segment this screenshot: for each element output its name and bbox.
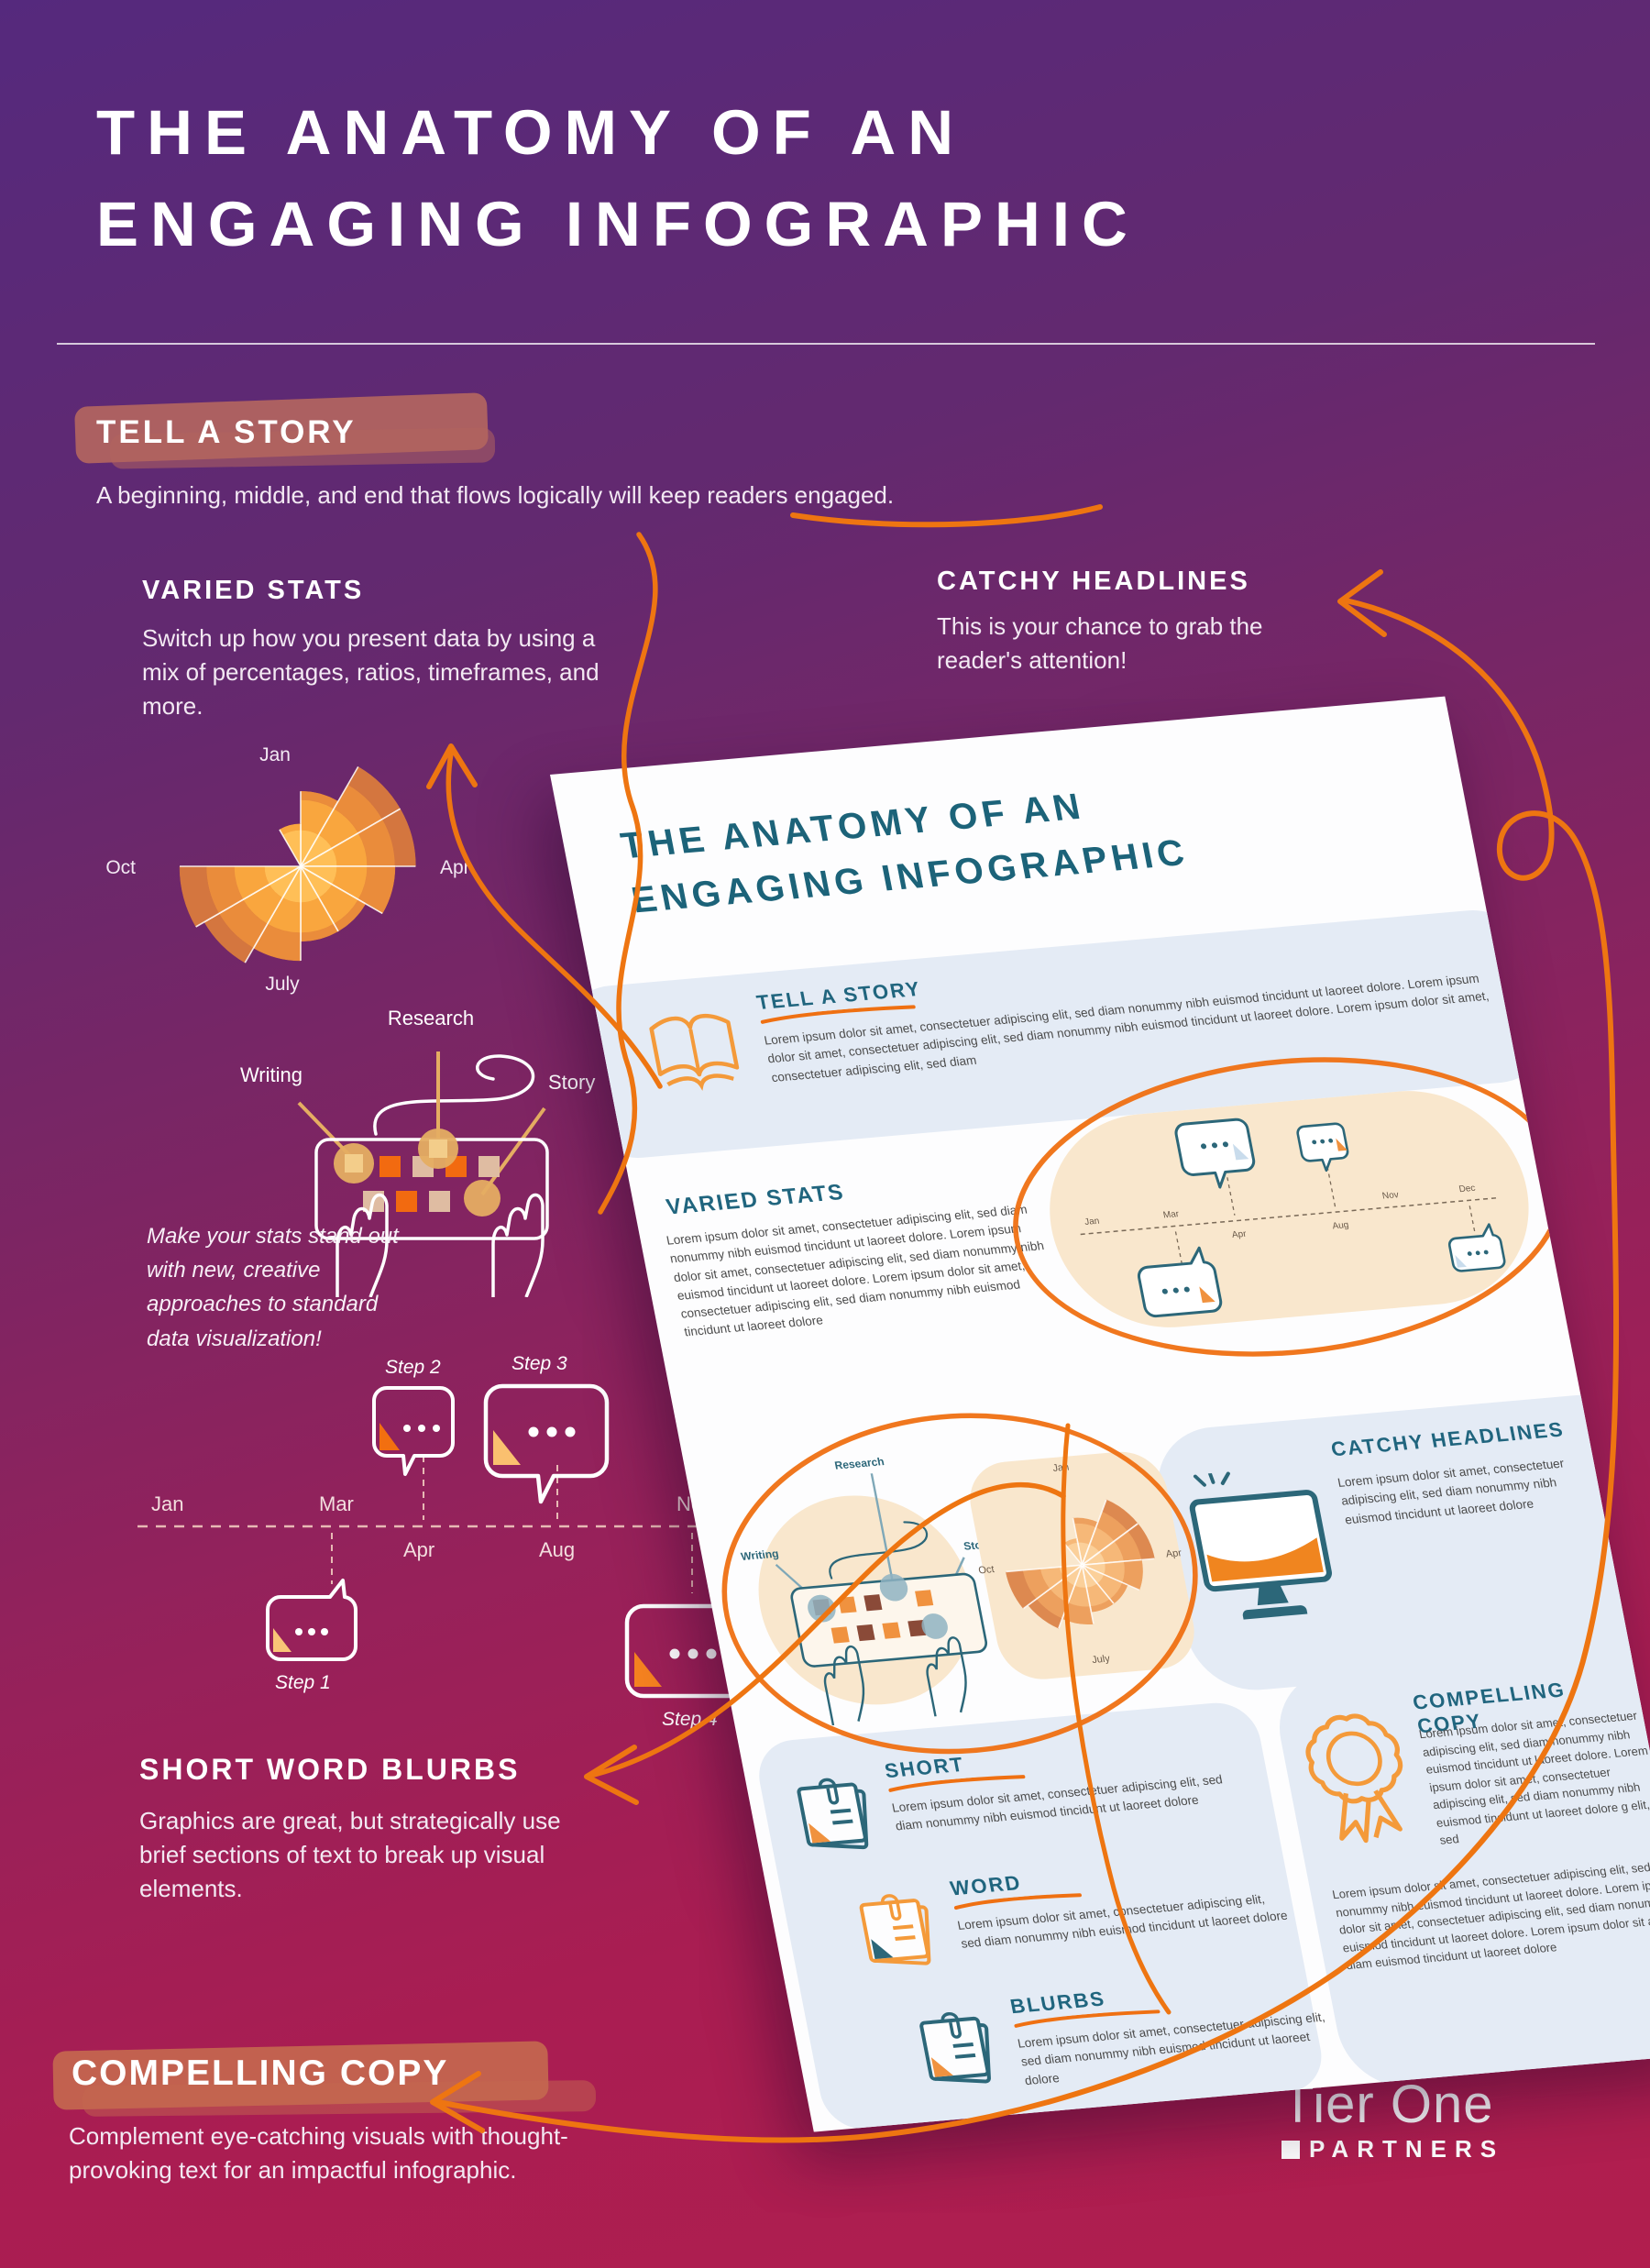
speech-bubble-step2 (372, 1386, 455, 1476)
mini-label-writing: Writing (740, 1547, 780, 1563)
doc-mini-timeline: Jan Mar Nov Dec Apr Aug (1080, 1117, 1506, 1318)
doc-mini-polar-chart (1005, 1499, 1155, 1629)
compelling-copy-heading: COMPELLING COPY (72, 2053, 449, 2093)
logo-sub-text: PARTNERS (1282, 2135, 1504, 2163)
notes-icon-short (797, 1778, 869, 1850)
tl-step-label: Step 1 (275, 1672, 331, 1693)
header-divider (57, 343, 1595, 345)
compelling-copy-body: Complement eye-catching visuals with tho… (69, 2122, 568, 2184)
mini-month: Aug (1332, 1220, 1350, 1231)
doc-compel-lorem1: Lorem ipsum dolor sit amet, consectetuer… (1417, 1708, 1650, 1847)
speech-bubble-step1 (266, 1579, 358, 1661)
polar-label-apr: Apr (440, 857, 470, 878)
left-hand (336, 1193, 389, 1297)
mini-bubble (1296, 1122, 1349, 1173)
tl-step-label: Step 2 (385, 1357, 441, 1378)
tl-step-label: Step 3 (512, 1353, 567, 1374)
mini-bubble (1174, 1117, 1256, 1189)
keyboard-cable (373, 1054, 535, 1136)
speech-bubble-step3 (483, 1383, 610, 1504)
mini-label-research: Research (833, 1455, 885, 1471)
keyboard-label-research: Research (387, 1007, 475, 1029)
doc-varied-heading: VARIED STATS (664, 1179, 847, 1220)
doc-word-heading: WORD (948, 1870, 1024, 1900)
tl-month: Aug (539, 1538, 575, 1561)
mini-month: Jan (1084, 1217, 1100, 1228)
callout-line-story (480, 1106, 546, 1196)
tell-a-story-body: A beginning, middle, and end that flows … (96, 481, 895, 509)
notes-icon-word (859, 1894, 931, 1965)
mini-month: Mar (1162, 1209, 1181, 1220)
polar-label-jan: Jan (259, 744, 291, 765)
open-book-icon (649, 1014, 740, 1091)
polar-chart (179, 766, 416, 963)
key (429, 1140, 447, 1158)
tl-month: Jan (151, 1492, 183, 1515)
key (478, 1156, 500, 1177)
page-title-line2: ENGAGING INFOGRAPHIC (96, 189, 1139, 260)
keyboard-label-writing: Writing (239, 1063, 302, 1086)
mini-month: Nov (1381, 1190, 1400, 1201)
logo-square-icon (1282, 2140, 1300, 2159)
varied-stats-heading: VARIED STATS (142, 576, 365, 605)
catchy-headlines-heading: CATCHY HEADLINES (937, 567, 1250, 596)
callout-pin-story (464, 1180, 500, 1217)
stats-note: Make your stats stand out with new, crea… (147, 1224, 399, 1351)
varied-stats-body: Switch up how you present data by using … (142, 624, 600, 720)
key (380, 1156, 401, 1177)
catchy-arrowhead (1337, 569, 1387, 637)
logo-partners-label: PARTNERS (1309, 2135, 1505, 2163)
tl-month: Apr (403, 1538, 434, 1561)
mini-infographic-document: THE ANATOMY OF AN ENGAGING INFOGRAPHIC T… (550, 696, 1650, 2132)
mini-polar-july: July (1091, 1653, 1111, 1667)
mini-month: Dec (1458, 1184, 1477, 1195)
mini-polar-oct: Oct (977, 1564, 996, 1577)
short-word-blurbs-body: Graphics are great, but strategically us… (139, 1807, 561, 1902)
page-title-line1: THE ANATOMY OF AN (96, 97, 966, 168)
key (429, 1191, 450, 1212)
short-word-blurbs-heading: SHORT WORD BLURBS (139, 1753, 521, 1786)
doc-title: THE ANATOMY OF AN ENGAGING INFOGRAPHIC (616, 771, 1194, 929)
notes-icon-blurbs (919, 2012, 991, 2084)
key (396, 1191, 417, 1212)
mini-bubble (1447, 1223, 1506, 1272)
right-hand (491, 1193, 544, 1297)
catchy-headlines-body: This is your chance to grab the reader's… (937, 612, 1263, 674)
mini-polar-apr: Apr (1164, 1547, 1183, 1560)
page-title: THE ANATOMY OF AN ENGAGING INFOGRAPHIC (96, 87, 1139, 270)
tl-month: Mar (319, 1492, 354, 1515)
polar-label-oct: Oct (105, 857, 136, 878)
polar-label-july: July (265, 974, 300, 995)
mini-polar-jan: Jan (1051, 1461, 1071, 1474)
doc-varied-lorem: Lorem ipsum dolor sit amet, consectetuer… (665, 1202, 1046, 1339)
keyboard-label-story: Story (548, 1071, 596, 1094)
mini-month: Apr (1231, 1229, 1248, 1240)
key (345, 1154, 363, 1173)
tell-a-story-heading: TELL A STORY (96, 414, 357, 450)
monitor-icon (1189, 1470, 1332, 1620)
tl-step-label: Step 4 (662, 1709, 718, 1730)
mini-bubble (1137, 1246, 1223, 1318)
varied-stats-arrowhead (426, 743, 478, 789)
